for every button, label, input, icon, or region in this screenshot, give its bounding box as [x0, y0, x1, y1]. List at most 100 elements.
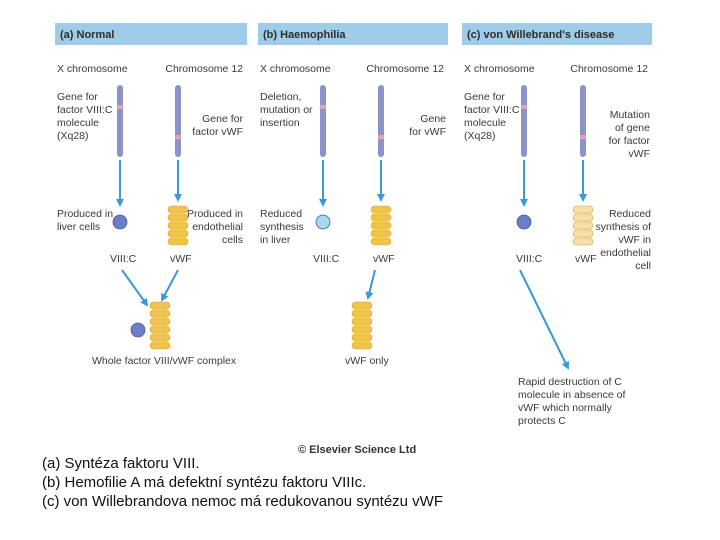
vwf-label-a: vWF	[170, 253, 192, 265]
panel-header-1	[258, 23, 448, 45]
gene-label-vwf-a: factor vWF	[192, 126, 243, 138]
vwf-subunit-c	[572, 213, 594, 222]
complex-label-a: Whole factor VIII/vWF complex	[92, 355, 237, 367]
complex-viii-a	[130, 322, 146, 338]
vwf-subunit-a	[167, 205, 189, 214]
mutation-label-b: Deletion,	[260, 91, 301, 103]
gene-label-viii-a: factor VIII:C	[57, 104, 113, 116]
destruction-label-c: Rapid destruction of C	[518, 376, 622, 388]
gene-label-vwf-b: for vWF	[409, 126, 446, 138]
x-chromosome-c-band	[521, 105, 527, 109]
gene-label-viii-c: molecule	[464, 117, 506, 129]
vwf-subunit-b	[370, 237, 392, 246]
x-chromosome-c	[521, 85, 527, 157]
panel-header-0	[55, 23, 247, 45]
viii-molecule-b	[315, 214, 331, 230]
gene-label-viii-a: Gene for	[57, 91, 98, 103]
x-chromosome-label-2: X chromosome	[464, 63, 535, 75]
vwf-label-c: vWF	[575, 253, 597, 265]
x-chromosome-b-band	[320, 105, 326, 109]
result-vwf-subunit-b	[351, 301, 373, 310]
destruction-label-c: vWF which normally	[518, 402, 613, 414]
x-chromosome-a	[117, 85, 123, 157]
vwf-subunit-c	[572, 221, 594, 230]
mutation-label-c: for factor	[609, 135, 651, 147]
chromosome-12-b-band	[378, 135, 384, 139]
viii-label-a: VIII:C	[110, 253, 137, 265]
panel-title-0: (a) Normal	[60, 29, 114, 41]
vwf-subunit-a	[167, 221, 189, 230]
viii-molecule-c	[516, 214, 532, 230]
mutation-label-c: of gene	[615, 122, 650, 134]
production-label-c: synthesis of	[596, 221, 652, 233]
result-vwf-subunit-b	[351, 341, 373, 350]
vwf-label-b: vWF	[373, 253, 395, 265]
viii-molecule-a	[112, 214, 128, 230]
arrow-a-merge-right	[161, 269, 179, 302]
result-label-b: vWF only	[345, 355, 390, 367]
viii-label-c: VIII:C	[516, 253, 543, 265]
mutation-label-b: mutation or	[260, 104, 313, 116]
vwf-subunit-c	[572, 229, 594, 238]
panel-title-1: (b) Haemophilia	[263, 29, 346, 41]
gene-label-viii-a: molecule	[57, 117, 99, 129]
gene-label-viii-a: (Xq28)	[57, 130, 89, 142]
complex-vwf-subunit-a	[149, 317, 171, 326]
production-label-endothelial-a: cells	[222, 234, 243, 246]
complex-vwf-subunit-a	[149, 333, 171, 342]
chromosome-12-b	[378, 85, 384, 157]
panel-header-2	[462, 23, 652, 45]
destruction-label-c: molecule in absence of	[518, 389, 625, 401]
production-label-b: in liver	[260, 234, 291, 246]
arrow-b-down	[365, 269, 376, 300]
result-vwf-subunit-b	[351, 325, 373, 334]
production-label-liver-a: Produced in	[57, 208, 113, 220]
gene-label-viii-c: Gene for	[464, 91, 505, 103]
chromosome-12-label-0: Chromosome 12	[165, 63, 243, 75]
vwf-subunit-b	[370, 229, 392, 238]
production-label-endothelial-a: endothelial	[192, 221, 243, 233]
mutation-label-c: vWF	[628, 148, 650, 160]
x-chromosome-b	[320, 85, 326, 157]
caption-line-c: (c) von Willebrandova nemoc má redukovan…	[42, 493, 444, 510]
production-label-c: cell	[635, 260, 651, 272]
copyright-notice: © Elsevier Science Ltd	[298, 444, 417, 456]
gene-label-vwf-b: Gene	[420, 113, 446, 125]
vwf-subunit-a	[167, 213, 189, 222]
production-label-c: Reduced	[609, 208, 651, 220]
gene-label-viii-c: (Xq28)	[464, 130, 496, 142]
complex-vwf-subunit-a	[149, 341, 171, 350]
complex-vwf-subunit-a	[149, 325, 171, 334]
caption-line-b: (b) Hemofilie A má defektní syntézu fakt…	[42, 474, 367, 491]
x-chromosome-a-band	[117, 105, 123, 109]
result-vwf-subunit-b	[351, 317, 373, 326]
x-chromosome-label-0: X chromosome	[57, 63, 128, 75]
complex-vwf-subunit-a	[149, 309, 171, 318]
destruction-label-c: protects C	[518, 415, 566, 427]
chromosome-12-label-2: Chromosome 12	[570, 63, 648, 75]
vwf-subunit-c	[572, 237, 594, 246]
x-chromosome-label-1: X chromosome	[260, 63, 331, 75]
chromosome-12-c	[580, 85, 586, 157]
complex-vwf-subunit-a	[149, 301, 171, 310]
production-label-b: Reduced	[260, 208, 302, 220]
result-vwf-subunit-b	[351, 333, 373, 342]
chromosome-12-c-band	[580, 135, 586, 139]
result-vwf-subunit-b	[351, 309, 373, 318]
vwf-subunit-a	[167, 229, 189, 238]
mutation-label-b: insertion	[260, 117, 300, 129]
vwf-subunit-b	[370, 221, 392, 230]
gene-label-viii-c: factor VIII:C	[464, 104, 520, 116]
arrow-c-destruction	[519, 269, 569, 370]
vwf-subunit-c	[572, 205, 594, 214]
mutation-label-c: Mutation	[610, 109, 650, 121]
chromosome-12-a-band	[175, 135, 181, 139]
chromosome-12-label-1: Chromosome 12	[366, 63, 444, 75]
production-label-c: endothelial	[600, 247, 651, 259]
chromosome-12-a	[175, 85, 181, 157]
viii-label-b: VIII:C	[313, 253, 340, 265]
vwf-subunit-b	[370, 205, 392, 214]
gene-label-vwf-a: Gene for	[202, 113, 243, 125]
vwf-subunit-a	[167, 237, 189, 246]
